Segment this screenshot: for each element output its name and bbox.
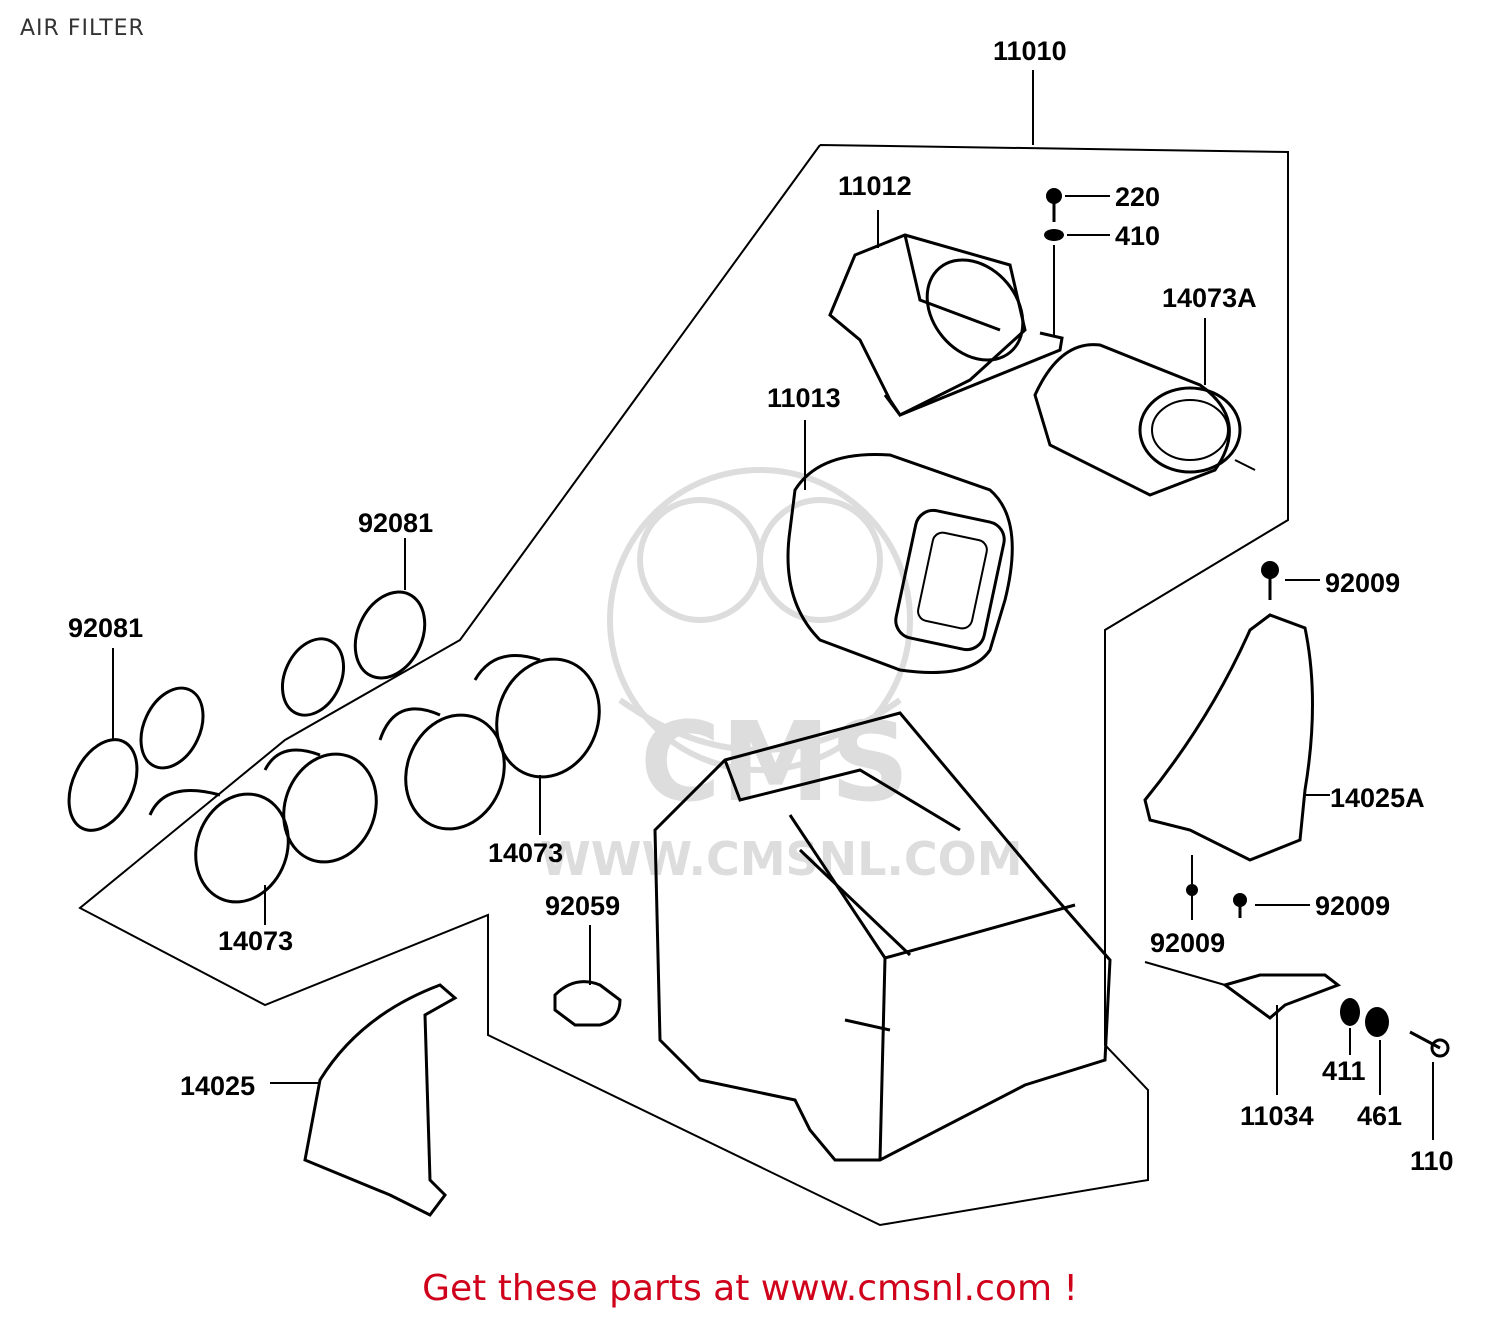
washer-410: [1044, 229, 1110, 335]
label-92009-top: 92009: [1325, 568, 1400, 598]
label-92081-lower: 92081: [68, 613, 143, 643]
bracket-14025A: [1143, 613, 1330, 862]
fitting-92059: [553, 925, 622, 1027]
plate-11034: [1221, 973, 1342, 1095]
label-14073-lower: 14073: [218, 926, 293, 956]
page-title: AIR FILTER: [20, 16, 145, 41]
label-92009-right: 92009: [1315, 891, 1390, 921]
label-14073A: 14073A: [1162, 283, 1257, 313]
label-11034: 11034: [1240, 1101, 1314, 1131]
footer-link[interactable]: Get these parts at www.cmsnl.com !: [422, 1268, 1078, 1309]
label-11013: 11013: [767, 383, 841, 413]
intake-duct-14073A: [1033, 318, 1256, 497]
washer-411: [1340, 998, 1360, 1055]
bolt-110: [1409, 1030, 1450, 1140]
screw-220: [1046, 188, 1110, 222]
air-box-housing: [653, 711, 1112, 1162]
assembly-outline: [78, 144, 1289, 1227]
intake-duct-14073-upper: [378, 654, 601, 835]
screw-92009-right: [1233, 893, 1310, 918]
watermark-url: WWW.CMSNL.COM: [540, 832, 1023, 886]
label-220: 220: [1115, 182, 1160, 212]
label-92081-upper: 92081: [358, 508, 433, 538]
bracket-14025: [270, 983, 458, 1217]
air-filter-cover: [828, 210, 1064, 417]
label-92009-left: 92009: [1150, 928, 1225, 958]
label-11010: 11010: [993, 36, 1067, 66]
label-14073-upper: 14073: [488, 838, 563, 868]
screw-92009-top: [1261, 561, 1320, 600]
label-410: 410: [1115, 221, 1160, 251]
screw-92009-left: [1186, 855, 1198, 920]
watermark-logo: CMS WWW.CMSNL.COM: [540, 467, 1023, 886]
filter-element-11013: [786, 420, 1014, 674]
label-411: 411: [1322, 1056, 1366, 1086]
label-110: 110: [1410, 1146, 1454, 1176]
leader-mount: [1144, 961, 1226, 986]
label-14025: 14025: [180, 1071, 255, 1101]
label-14025A: 14025A: [1330, 783, 1425, 813]
label-11012: 11012: [838, 171, 912, 201]
intake-duct-14073-lower: [148, 748, 378, 925]
watermark-brand: CMS: [640, 698, 909, 826]
o-ring-92081-lower: [67, 648, 205, 832]
o-ring-92081-upper: [281, 538, 427, 717]
label-461: 461: [1357, 1101, 1402, 1131]
label-92059: 92059: [545, 891, 620, 921]
washer-461: [1365, 1007, 1389, 1095]
